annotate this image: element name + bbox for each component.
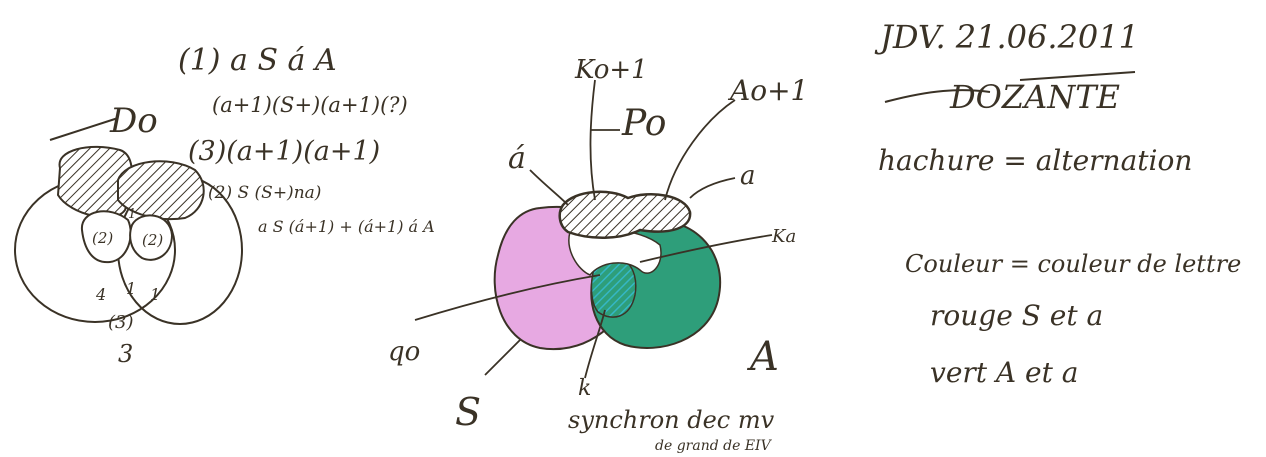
right-notes: JDV. 21.06.2011 DOZANTE hachure = altern…	[874, 18, 1241, 389]
label-1c: 1	[150, 285, 160, 304]
center-hatched-band	[560, 192, 690, 238]
label-do: Do	[109, 101, 158, 141]
label-1b: 1	[126, 279, 136, 298]
leader-a-prime	[530, 170, 568, 205]
note-line3: rouge S et a	[930, 299, 1103, 332]
label-s: S	[455, 390, 481, 434]
label-ka: Ka	[771, 226, 796, 247]
label-2b: (2)	[142, 231, 163, 249]
note-title: DOZANTE	[949, 78, 1120, 116]
label-3: 3	[118, 340, 133, 368]
label-ko: Ko+1	[574, 55, 648, 85]
note-synchron: synchron dec mv	[568, 406, 775, 434]
label-4: 4	[95, 285, 106, 304]
left-line3: (3)(a+1)(a+1)	[188, 136, 380, 167]
label-2a: (2)	[92, 229, 113, 247]
label-po: Po	[621, 103, 666, 144]
leader-ao	[665, 100, 735, 200]
label-qo: qo	[388, 337, 420, 367]
label-A: A	[746, 334, 779, 380]
left-line2: (a+1)(S+)(a+1)(?)	[212, 93, 408, 117]
note-line2: Couleur = couleur de lettre	[905, 250, 1241, 278]
label-ao: Ao+1	[727, 74, 808, 107]
do-arrow	[50, 118, 118, 140]
note-line4: vert A et a	[930, 356, 1078, 389]
label-3p: (3)	[108, 312, 134, 333]
center-diagram: Ko+1 Ao+1 Po á a Ka qo S A k synchron de…	[388, 55, 808, 454]
left-diagram: (1) a S á A (a+1)(S+)(a+1)(?) (3)(a+1)(a…	[15, 43, 435, 368]
label-1-top: 1	[128, 207, 136, 222]
left-title: (1) a S á A	[178, 43, 337, 78]
leader-ko	[590, 80, 595, 200]
note-grand: de grand de EIV	[655, 438, 773, 454]
label-a-prime: á	[508, 141, 526, 176]
note-date: JDV. 21.06.2011	[874, 18, 1139, 56]
note-line1: hachure = alternation	[878, 144, 1192, 177]
leader-s	[485, 340, 520, 375]
leader-a	[690, 178, 735, 198]
label-a: a	[740, 161, 756, 191]
label-k: k	[578, 376, 591, 401]
left-line5: a S (á+1) + (á+1) á A	[258, 217, 435, 236]
